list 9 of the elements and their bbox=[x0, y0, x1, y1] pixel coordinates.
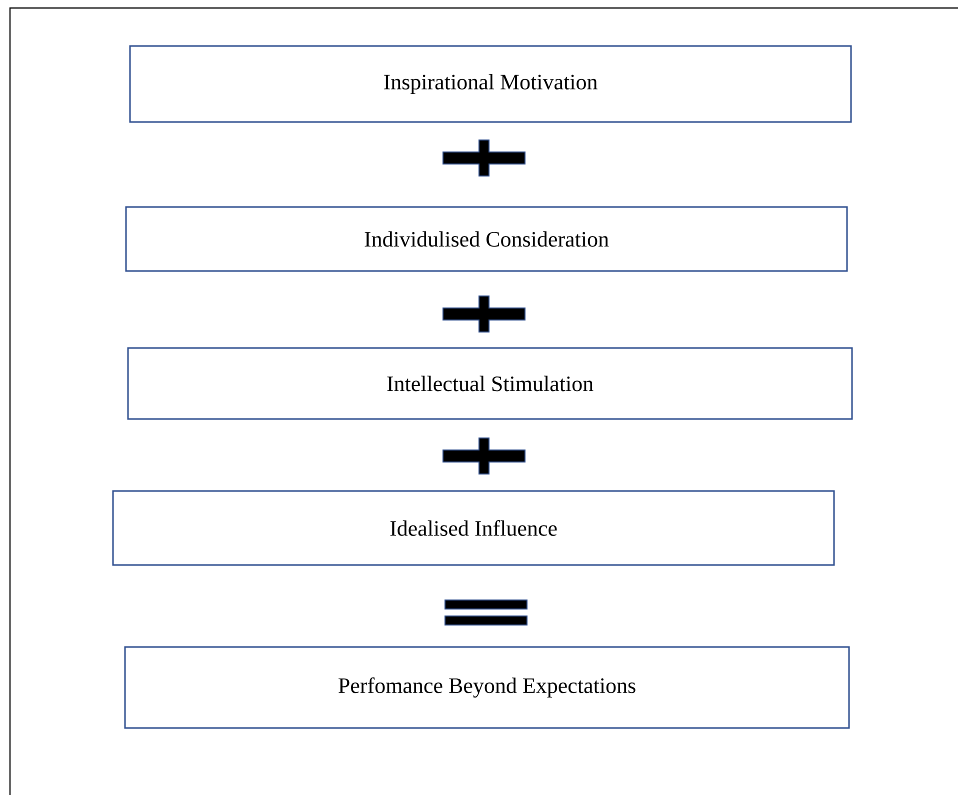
plus-sign bbox=[442, 140, 526, 176]
text-box: Idealised Influence bbox=[112, 490, 835, 566]
text-box: Intellectual Stimulation bbox=[127, 347, 853, 420]
plus-sign bbox=[442, 296, 526, 332]
text-box: Inspirational Motivation bbox=[129, 45, 852, 123]
plus-sign bbox=[442, 438, 526, 474]
text-box: Perfomance Beyond Expectations bbox=[124, 646, 850, 729]
equals-sign bbox=[444, 600, 528, 626]
text-box: Individulised Consideration bbox=[125, 206, 848, 272]
